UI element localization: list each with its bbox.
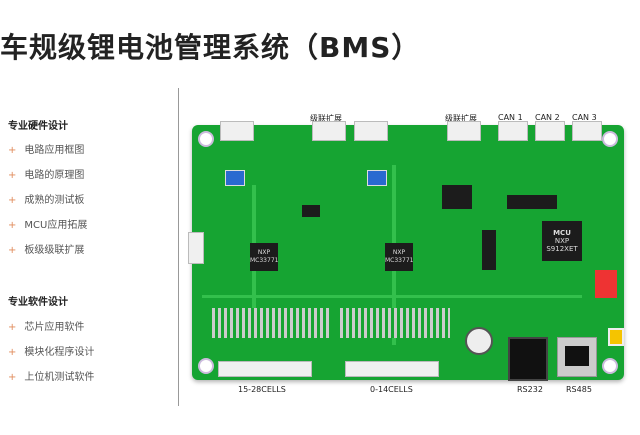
page-title: 车规级锂电池管理系统（BMS） (0, 31, 421, 64)
plus-icon: + (8, 347, 17, 358)
label-can3: CAN 3 (572, 113, 597, 122)
cells-0-14-connector (345, 361, 439, 377)
connector (354, 121, 388, 141)
can3-connector (572, 121, 602, 141)
dip-switch (595, 270, 617, 298)
side-connector (188, 232, 204, 264)
reset-button (608, 328, 624, 346)
capacitor (465, 327, 493, 355)
label-cascade-2: 级联扩展 (445, 114, 477, 123)
potentiometer (367, 170, 387, 186)
list-item: +电路的原理图 (8, 170, 85, 181)
mount-hole (602, 358, 618, 374)
can2-connector (535, 121, 565, 141)
cascade-connector (312, 121, 346, 141)
list-item: +电路应用框图 (8, 145, 85, 156)
connector (220, 121, 254, 141)
can1-connector (498, 121, 528, 141)
label-cascade-1: 级联扩展 (310, 114, 342, 123)
plus-icon: + (8, 170, 17, 181)
potentiometer (225, 170, 245, 186)
label-rs232: RS232 (517, 385, 543, 394)
plus-icon: + (8, 195, 17, 206)
plus-icon: + (8, 322, 17, 333)
cascade-connector (447, 121, 481, 141)
list-item: +MCU应用拓展 (8, 220, 88, 231)
label-0-14cells: 0-14CELLS (370, 385, 413, 394)
mount-hole (602, 131, 618, 147)
resistor-array (212, 308, 332, 338)
label-15-28cells: 15-28CELLS (238, 385, 286, 394)
software-heading: 专业软件设计 (8, 297, 68, 308)
label-can1: CAN 1 (498, 113, 523, 122)
cells-15-28-connector (218, 361, 312, 377)
resistor-array (340, 308, 450, 338)
mount-hole (198, 131, 214, 147)
divider (178, 88, 179, 406)
plus-icon: + (8, 372, 17, 383)
list-item: +成熟的测试板 (8, 195, 85, 206)
list-item: +上位机测试软件 (8, 372, 95, 383)
plus-icon: + (8, 145, 17, 156)
plus-icon: + (8, 245, 17, 256)
list-item: +模块化程序设计 (8, 347, 95, 358)
mount-hole (198, 358, 214, 374)
label-can2: CAN 2 (535, 113, 560, 122)
list-item: +板级级联扩展 (8, 245, 85, 256)
list-item: +芯片应用软件 (8, 322, 85, 333)
rs485-jack (557, 337, 597, 377)
plus-icon: + (8, 220, 17, 231)
hardware-heading: 专业硬件设计 (8, 121, 68, 132)
label-rs485: RS485 (566, 385, 592, 394)
rs232-jack (508, 337, 548, 381)
